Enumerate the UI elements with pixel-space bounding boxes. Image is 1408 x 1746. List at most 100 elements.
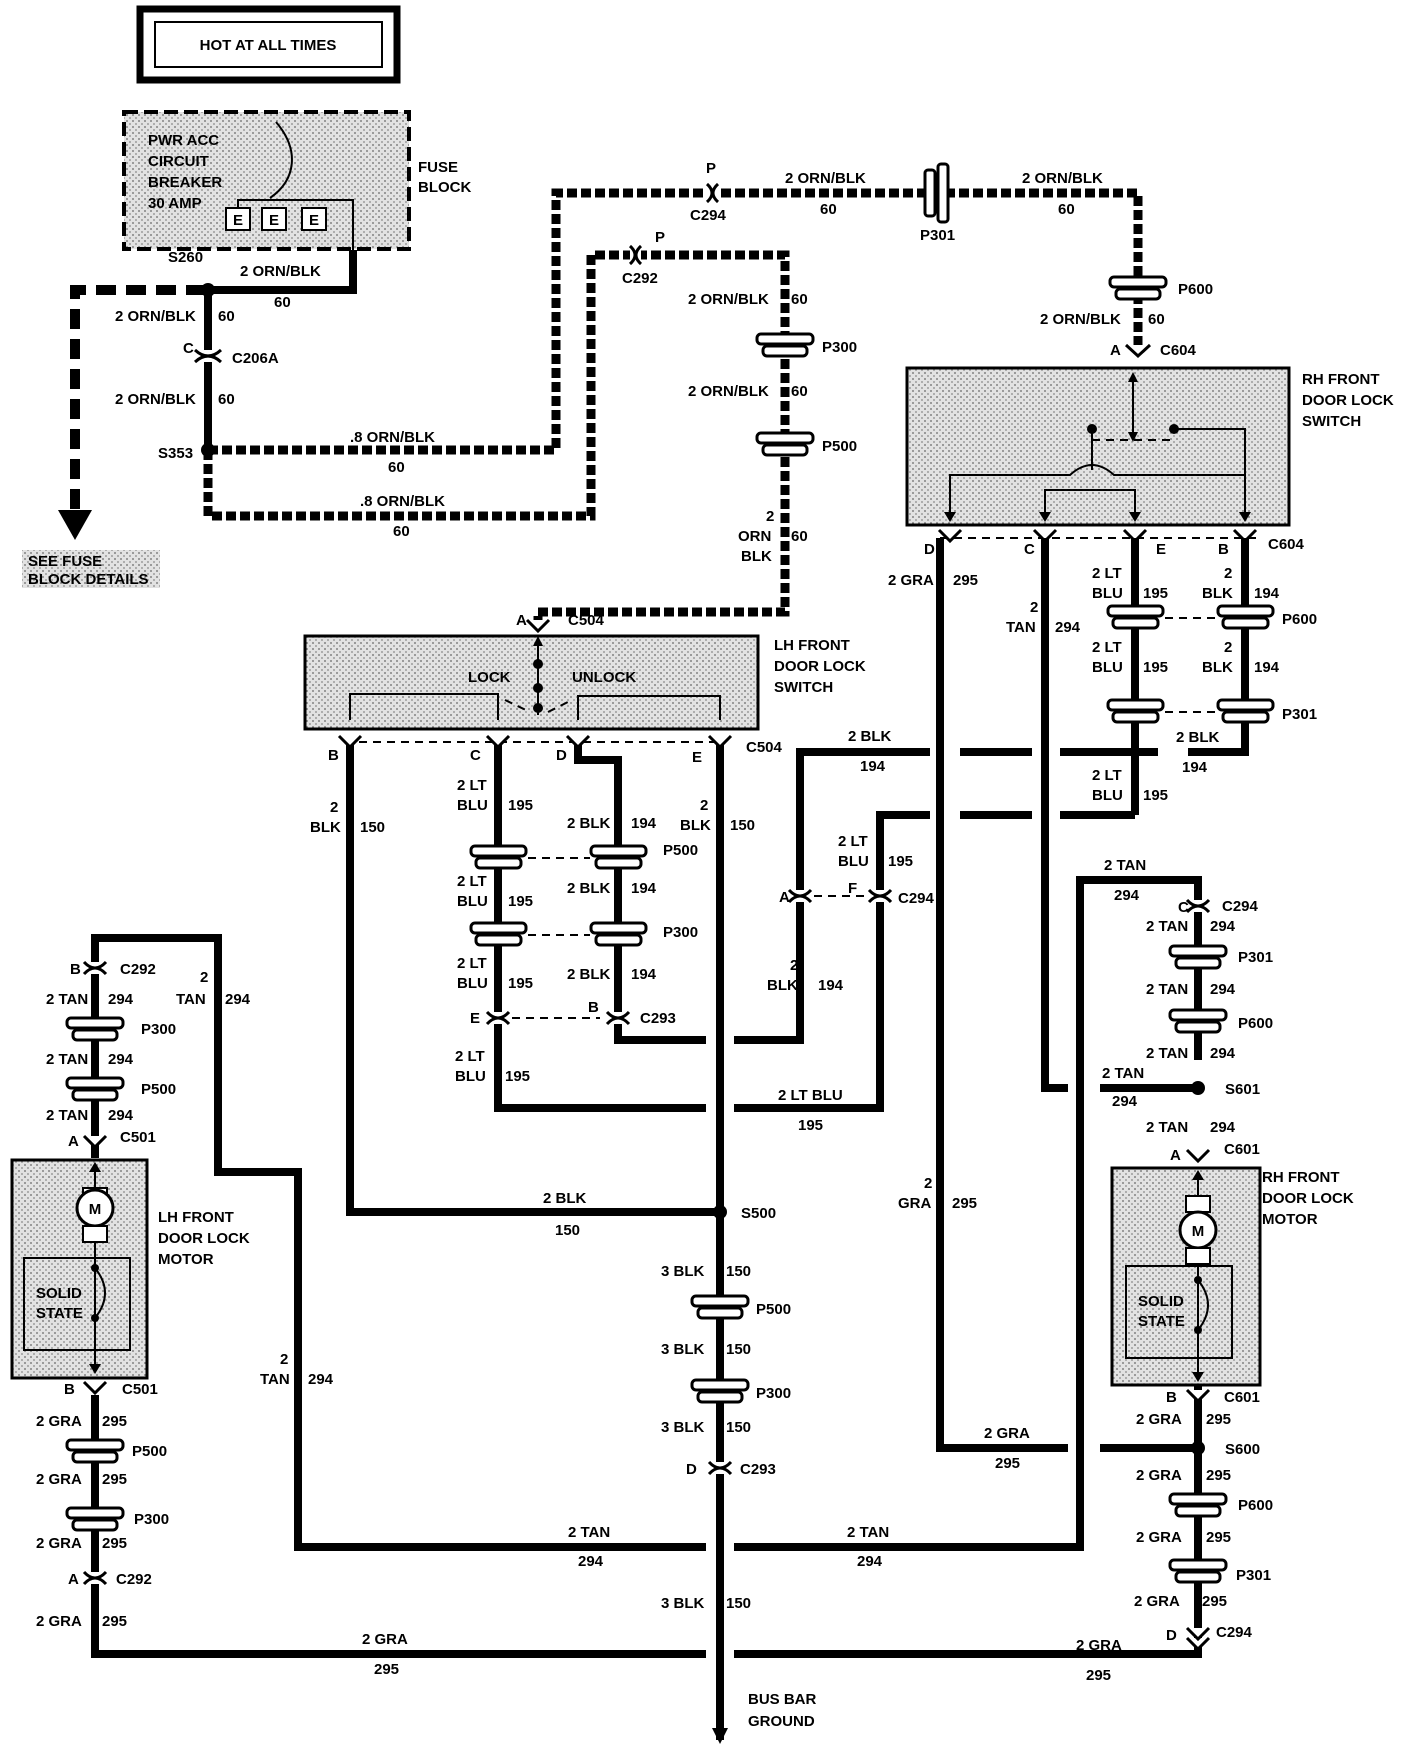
connector-c293-b <box>605 1010 631 1026</box>
connector-label-c501-bottom: C501 <box>122 1381 158 1398</box>
ground-arrow-icon <box>712 1728 728 1744</box>
wire-label-s353-b: .8 ORN/BLK <box>360 493 445 510</box>
wire-150-b-1: 2 <box>700 797 708 814</box>
connector-label-p301-rh: P301 <box>1282 706 1317 723</box>
rh-motor-symbol: M <box>1192 1223 1205 1240</box>
connector-c604-pins <box>937 528 1258 544</box>
wire-150-c-1: 2 BLK <box>543 1190 587 1207</box>
wire-294-rh-c2: 294 <box>1210 1045 1236 1062</box>
ground-label-2: GROUND <box>748 1713 815 1730</box>
wire-194-b-2: 194 <box>631 880 657 897</box>
connector-label-c292-lh: C292 <box>120 961 156 978</box>
wire-circuit-p500-upper: 60 <box>791 528 808 545</box>
wire-195-d-3: 195 <box>505 1068 530 1085</box>
connector-c501-b <box>82 1380 108 1396</box>
connector-label-c294-top: C294 <box>690 207 727 224</box>
lh-center-connectors <box>469 844 648 1026</box>
connector-label-p300-upper: P300 <box>822 339 857 356</box>
wire-150-g-b: 3 BLK <box>661 1341 705 1358</box>
wire-294-rh <box>734 876 1202 1551</box>
connector-p500-194 <box>589 844 648 858</box>
fuse-block: PWR ACC CIRCUIT BREAKER 30 AMP E E E <box>122 110 411 251</box>
wire-s353-to-lh-switch <box>203 250 790 628</box>
wire-294-bottom-l1: 2 TAN <box>568 1524 610 1541</box>
wire-150-a-3: 150 <box>360 819 385 836</box>
connector-c292-lh-bottom <box>82 1570 108 1586</box>
wire-195-d-1: 2 LT <box>455 1048 485 1065</box>
wire-295-rh-8: 295 <box>995 1455 1020 1472</box>
wire-label-s353-a: .8 ORN/BLK <box>350 429 435 446</box>
wire-194-c-2: 194 <box>631 966 657 983</box>
wire-circuit-206a-top: 60 <box>218 308 235 325</box>
wire-195-f-1: 2 LT <box>838 833 868 850</box>
wire-294-rh-d: 2 TAN <box>1146 1119 1188 1136</box>
splice-s601 <box>1191 1081 1205 1095</box>
connector-c294-d <box>1185 1626 1211 1652</box>
wire-194-c-1: 2 BLK <box>567 966 611 983</box>
breaker-label-4: 30 AMP <box>148 195 202 212</box>
wire-150-g-a: 3 BLK <box>661 1263 705 1280</box>
rh-switch-label-3: SWITCH <box>1302 413 1361 430</box>
wire-195-rh-1: 2 LT <box>1092 565 1122 582</box>
wire-150-g-c: 3 BLK <box>661 1419 705 1436</box>
wire-195-crossover <box>734 811 930 1112</box>
wire-295-lh-c: 2 GRA <box>36 1535 82 1552</box>
connector-c501-a <box>82 1134 108 1150</box>
connector-label-p300-ground: P300 <box>756 1385 791 1402</box>
connector-label-c601-top: C601 <box>1224 1141 1260 1158</box>
wire-295-rhm-b2: 295 <box>1206 1467 1231 1484</box>
wire-195-rh-2: BLU <box>1092 585 1123 602</box>
wire-295-rhm-a2: 295 <box>1206 1411 1231 1428</box>
connector-p500-lh <box>65 1076 125 1102</box>
pin-b-c293: B <box>588 999 599 1016</box>
wire-294-s601-2: 294 <box>1112 1093 1138 1110</box>
wire-195-f-2: BLU <box>838 853 869 870</box>
wire-195-d-2: BLU <box>455 1068 486 1085</box>
connector-p300-upper <box>755 332 815 358</box>
wire-circuit-s353-a: 60 <box>388 459 405 476</box>
wire-150-g-b2: 150 <box>726 1341 751 1358</box>
wire-294-lh-mid-1: 2 <box>280 1351 288 1368</box>
wire-194-rh-7: 2 BLK <box>1176 729 1220 746</box>
wire-195-b-2: BLU <box>457 893 488 910</box>
wire-194-rh-6: 194 <box>1254 659 1280 676</box>
pin-c206a: C <box>183 340 194 357</box>
wire-194-rh-8: 194 <box>1182 759 1208 776</box>
wire-295-rhm-a: 2 GRA <box>1136 1411 1182 1428</box>
pin-b-c501: B <box>64 1381 75 1398</box>
rh-switch-label-1: RH FRONT <box>1302 371 1380 388</box>
connector-label-c504-top: C504 <box>568 612 605 629</box>
wire-label-p300-upper: 2 ORN/BLK <box>688 383 769 400</box>
wire-194-d-1: 2 BLK <box>848 728 892 745</box>
connector-c601-a <box>1185 1148 1211 1164</box>
pin-b-c601: B <box>1166 1389 1177 1406</box>
pin-e-c293: E <box>470 1010 480 1027</box>
wire-295-rh-d <box>936 538 1068 1452</box>
connector-c504-top <box>525 618 551 634</box>
wire-194-e-3: 194 <box>818 977 844 994</box>
connector-p300-lh <box>65 1016 125 1042</box>
connector-c604-top <box>1124 343 1152 359</box>
connector-label-p301-rh-bottom: P301 <box>1236 1567 1271 1584</box>
wire-194-e-1: 2 <box>790 957 798 974</box>
wire-294-lh-top-3: 294 <box>225 991 251 1008</box>
rh-switch-internal-line <box>1091 428 1246 520</box>
wire-295-rh-1: 2 GRA <box>888 572 934 589</box>
wire-195-rh-4: 2 LT <box>1092 639 1122 656</box>
connector-label-p600-rh-motor: P600 <box>1238 1015 1273 1032</box>
wire-195-e-2: 195 <box>798 1117 823 1134</box>
connector-label-c604-top: C604 <box>1160 342 1197 359</box>
wire-194-rh-1: 2 <box>1224 565 1232 582</box>
connector-label-p301-rh-motor: P301 <box>1238 949 1273 966</box>
connector-p600-rh-bottom <box>1168 1492 1228 1518</box>
connector-label-p300-lh-bottom: P300 <box>134 1511 169 1528</box>
pin-f-c294-mid: F <box>848 880 857 897</box>
wire-195-a-3: 195 <box>508 797 533 814</box>
connector-label-p301-top: P301 <box>920 227 955 244</box>
connector-label-c601-bottom: C601 <box>1224 1389 1260 1406</box>
wire-295-lh-d: 2 GRA <box>36 1613 82 1630</box>
wire-circuit-p600-top: 60 <box>1148 311 1165 328</box>
connector-label-c604-bottom: C604 <box>1268 536 1305 553</box>
wire-194-rh-3: 194 <box>1254 585 1280 602</box>
connector-label-c293-mid: C293 <box>640 1010 676 1027</box>
